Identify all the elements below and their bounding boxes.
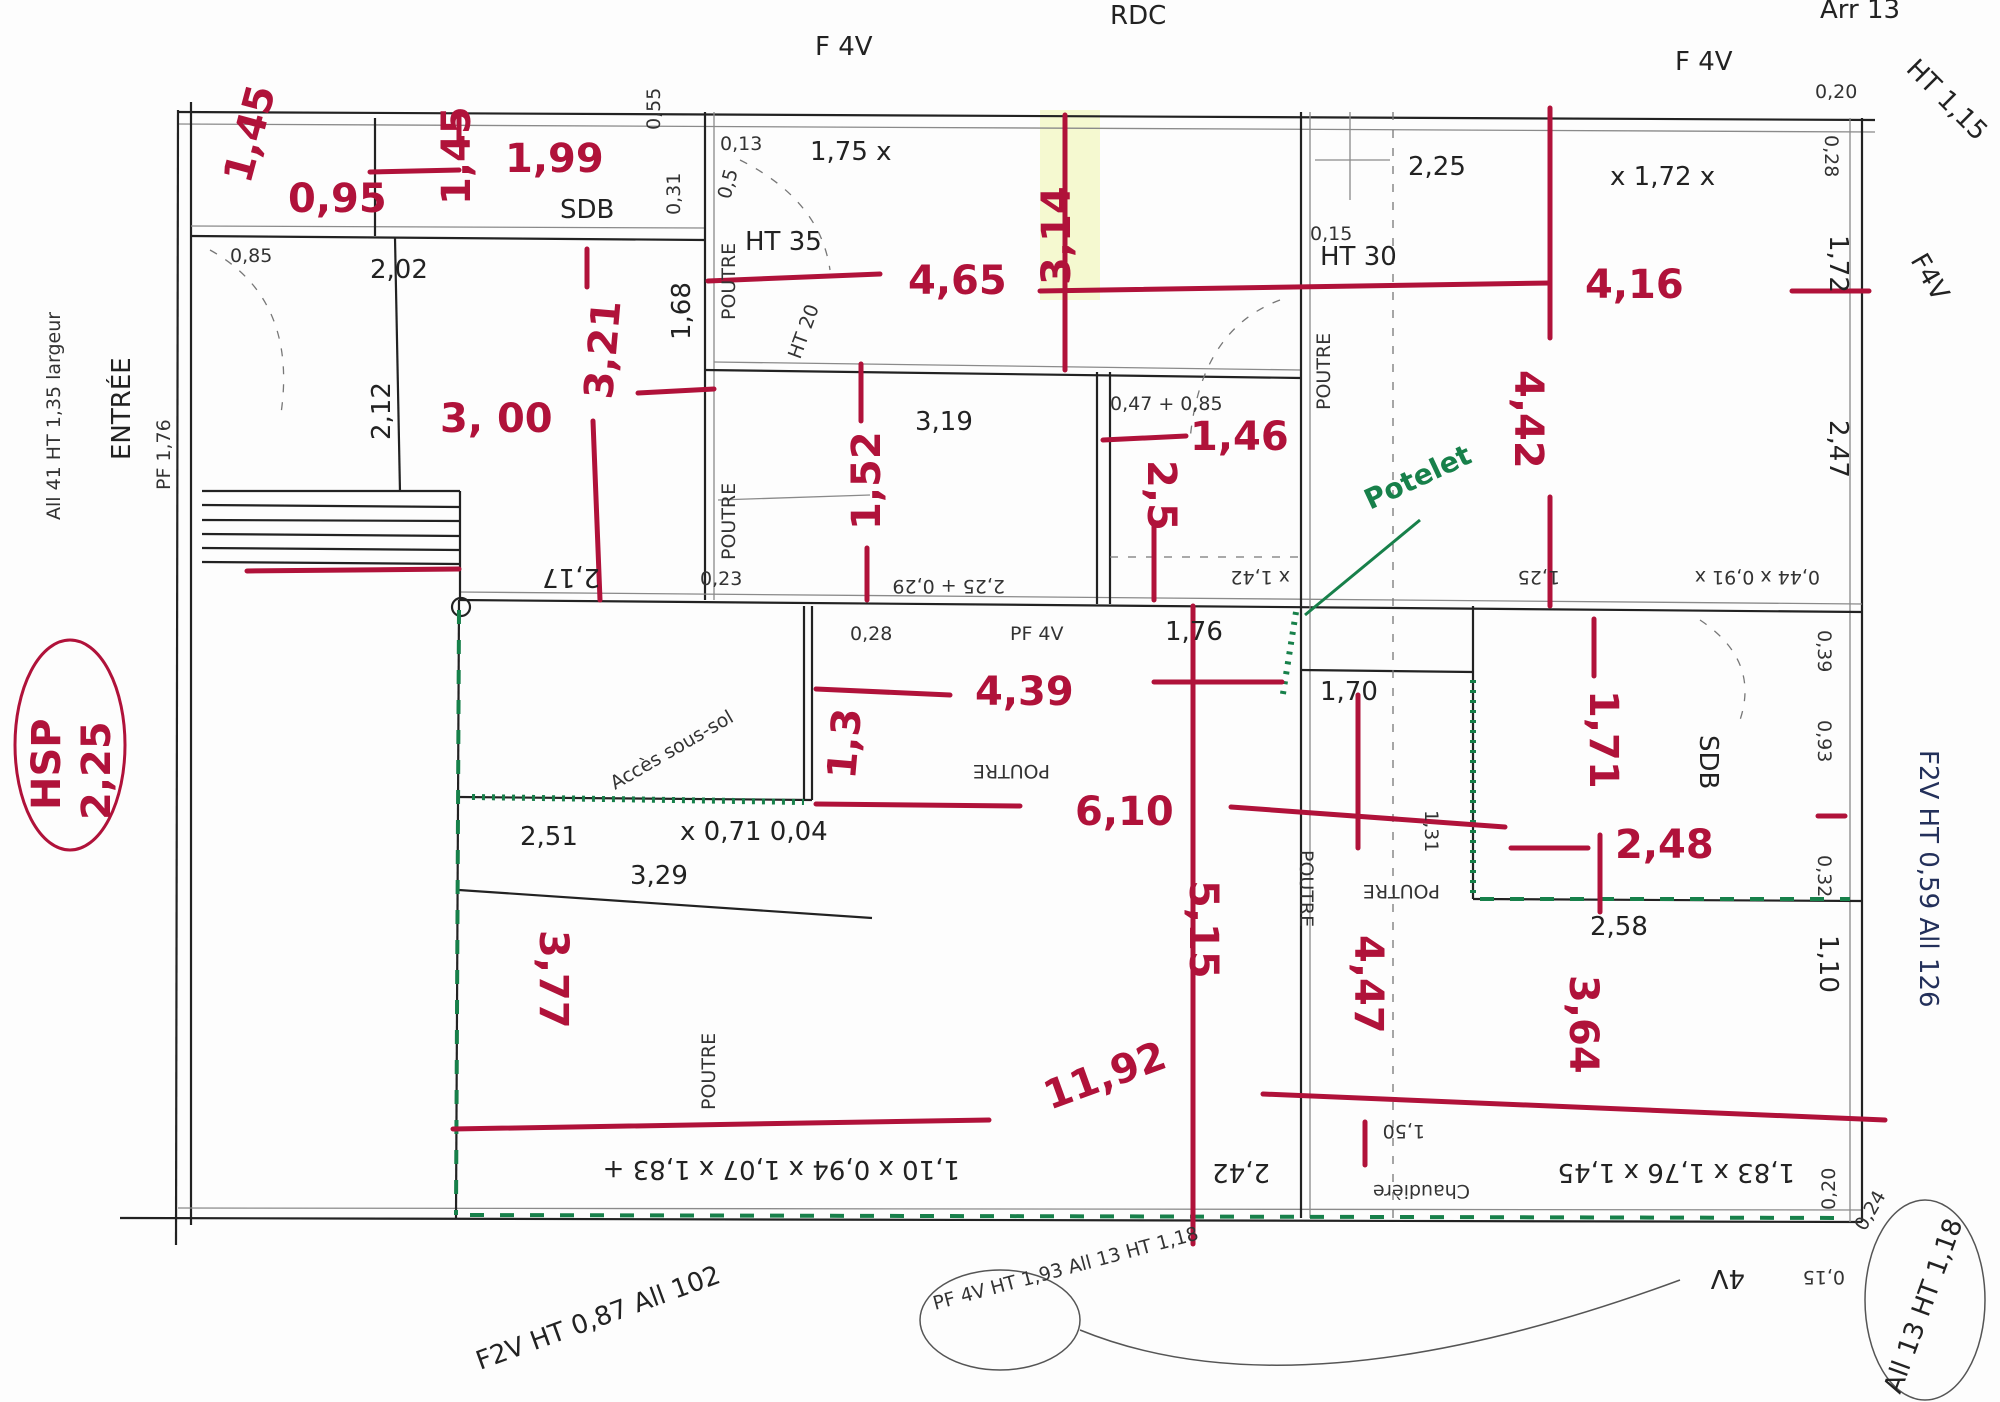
new-walls bbox=[454, 518, 1851, 1220]
dim-note: 0,44 x 0,91 x bbox=[1695, 566, 1820, 588]
dim-note: x 1,72 x bbox=[1610, 162, 1715, 192]
dim-label: 5,15 bbox=[1180, 880, 1226, 979]
beam-label: POUTRE bbox=[1295, 850, 1317, 927]
height-note: HT 35 bbox=[745, 227, 822, 257]
beam-label: POUTRE bbox=[718, 243, 740, 320]
window-note: 4V bbox=[1710, 1263, 1745, 1293]
dim-label: 3,64 bbox=[1560, 975, 1606, 1074]
floor-title: RDC bbox=[1110, 1, 1166, 31]
arrow-curve bbox=[1079, 1279, 1681, 1366]
note-circle bbox=[919, 1269, 1081, 1371]
dim-note: 0,28 bbox=[1820, 135, 1842, 177]
dim-label: 1,45 bbox=[434, 106, 480, 205]
dim-label: 6,10 bbox=[1075, 789, 1174, 835]
entrance-note: All 41 HT 1,35 largeur bbox=[43, 312, 65, 520]
dim-note: 2,25 + 0,29 bbox=[892, 575, 1005, 597]
window-label: F 4V bbox=[1675, 47, 1733, 77]
dim-note: 1,83 x 1,76 x 1,45 bbox=[1557, 1157, 1795, 1187]
dim-note: 0,28 bbox=[850, 623, 892, 645]
beam-label: POUTRE bbox=[698, 1033, 720, 1110]
window-note: F2V HT 0,59 All 126 bbox=[1913, 750, 1943, 1008]
dim-note: PF 4V bbox=[1010, 623, 1064, 645]
dim-note: 1,25 bbox=[1518, 566, 1560, 588]
dim-note: 2,02 bbox=[370, 255, 428, 285]
dim-label: 1,46 bbox=[1190, 414, 1289, 460]
hsp-label: HSP bbox=[24, 718, 70, 810]
dim-label: 3, 00 bbox=[440, 396, 553, 442]
dim-label: 3,21 bbox=[576, 299, 630, 401]
dim-note: x 1,42 bbox=[1230, 566, 1290, 588]
dim-label: 4,47 bbox=[1345, 935, 1391, 1034]
dim-label: 1,31 bbox=[1420, 810, 1442, 852]
highlight-mark bbox=[1040, 110, 1100, 300]
pf-note: PF 1,76 bbox=[153, 419, 175, 490]
dim-note: 2,12 bbox=[367, 382, 397, 440]
dim-note: 0,20 bbox=[1818, 1168, 1840, 1210]
dim-note: 0,55 bbox=[643, 88, 665, 130]
dim-label: 4,42 bbox=[1505, 370, 1551, 469]
dim-note: 0,32 bbox=[1813, 855, 1835, 897]
dim-note: 2,58 bbox=[1590, 912, 1648, 942]
dim-note: 2,47 bbox=[1823, 420, 1853, 478]
dim-label: 4,39 bbox=[975, 669, 1074, 715]
dimension-lines bbox=[244, 105, 1888, 1247]
dim-note: 2,42 bbox=[1212, 1157, 1270, 1187]
dim-note: 0,47 + 0,85 bbox=[1110, 393, 1223, 415]
dim-note: x 0,71 0,04 bbox=[680, 817, 828, 847]
dim-note: 1,68 bbox=[667, 282, 697, 340]
dim-note: 1,10 x 0,94 x 1,07 x 1,83 + bbox=[603, 1154, 960, 1184]
dim-note: 1,50 bbox=[1383, 1120, 1425, 1142]
beam-label: POUTRE bbox=[1363, 880, 1440, 902]
dim-note: 2,25 bbox=[1408, 152, 1466, 182]
dim-label: 4,16 bbox=[1585, 262, 1684, 308]
dim-note: 0,85 bbox=[230, 245, 272, 267]
dim-label: 3,77 bbox=[530, 930, 576, 1029]
room-label-sdb: SDB bbox=[1693, 735, 1723, 789]
dim-note: 0,93 bbox=[1813, 720, 1835, 762]
dim-note: 0,15 bbox=[1310, 223, 1352, 245]
dim-label: 0,95 bbox=[288, 176, 387, 222]
boiler-label: Chaudière bbox=[1373, 1180, 1470, 1202]
beam-label: POUTRE bbox=[718, 483, 740, 560]
dim-note: 0,31 bbox=[663, 173, 685, 215]
room-label-sdb: SDB bbox=[560, 195, 614, 225]
walls bbox=[119, 102, 1876, 1246]
dim-label: 4,65 bbox=[908, 258, 1007, 304]
dim-note: 2,51 bbox=[520, 822, 578, 852]
dim-note: 1,10 bbox=[1813, 935, 1843, 993]
beam-label: POUTRE bbox=[1313, 333, 1335, 410]
dim-note: 0,23 bbox=[700, 568, 742, 590]
beam-label: POUTRE bbox=[973, 760, 1050, 782]
dim-label: 2,5 bbox=[1138, 460, 1184, 531]
window-label: F 4V bbox=[815, 32, 873, 62]
staircase bbox=[201, 489, 462, 600]
height-note: HT 30 bbox=[1320, 242, 1397, 272]
hsp-value: 2,25 bbox=[74, 721, 120, 820]
dim-note: 0,20 bbox=[1815, 81, 1857, 103]
door-swings bbox=[209, 112, 1746, 1218]
dim-label: 1,3 bbox=[819, 706, 871, 781]
dim-note: 3,29 bbox=[630, 861, 688, 891]
dim-note: 1,76 bbox=[1165, 617, 1223, 647]
dim-note: 1,70 bbox=[1320, 677, 1378, 707]
entrance-label: ENTRÉE bbox=[105, 357, 137, 460]
dim-note: 1,72 bbox=[1823, 235, 1853, 293]
dim-label: 1,52 bbox=[844, 431, 890, 530]
dim-note: 1,75 x bbox=[810, 137, 892, 167]
hsp-badge: HSP 2,25 bbox=[13, 638, 127, 852]
dim-note: 0,39 bbox=[1813, 630, 1835, 672]
page-ref: Arr 13 bbox=[1820, 0, 1900, 25]
dim-note: 2,17 bbox=[542, 562, 600, 592]
dim-note: 3,19 bbox=[915, 407, 973, 437]
dim-label: 1,99 bbox=[505, 136, 604, 182]
note-circle bbox=[1864, 1199, 1986, 1401]
dim-label: 2,48 bbox=[1615, 822, 1714, 868]
dim-note: 0,13 bbox=[720, 133, 762, 155]
dim-label: 1,71 bbox=[1580, 690, 1626, 789]
dim-note: 0,15 bbox=[1803, 1266, 1845, 1288]
dim-label: 3,14 bbox=[1034, 186, 1080, 285]
